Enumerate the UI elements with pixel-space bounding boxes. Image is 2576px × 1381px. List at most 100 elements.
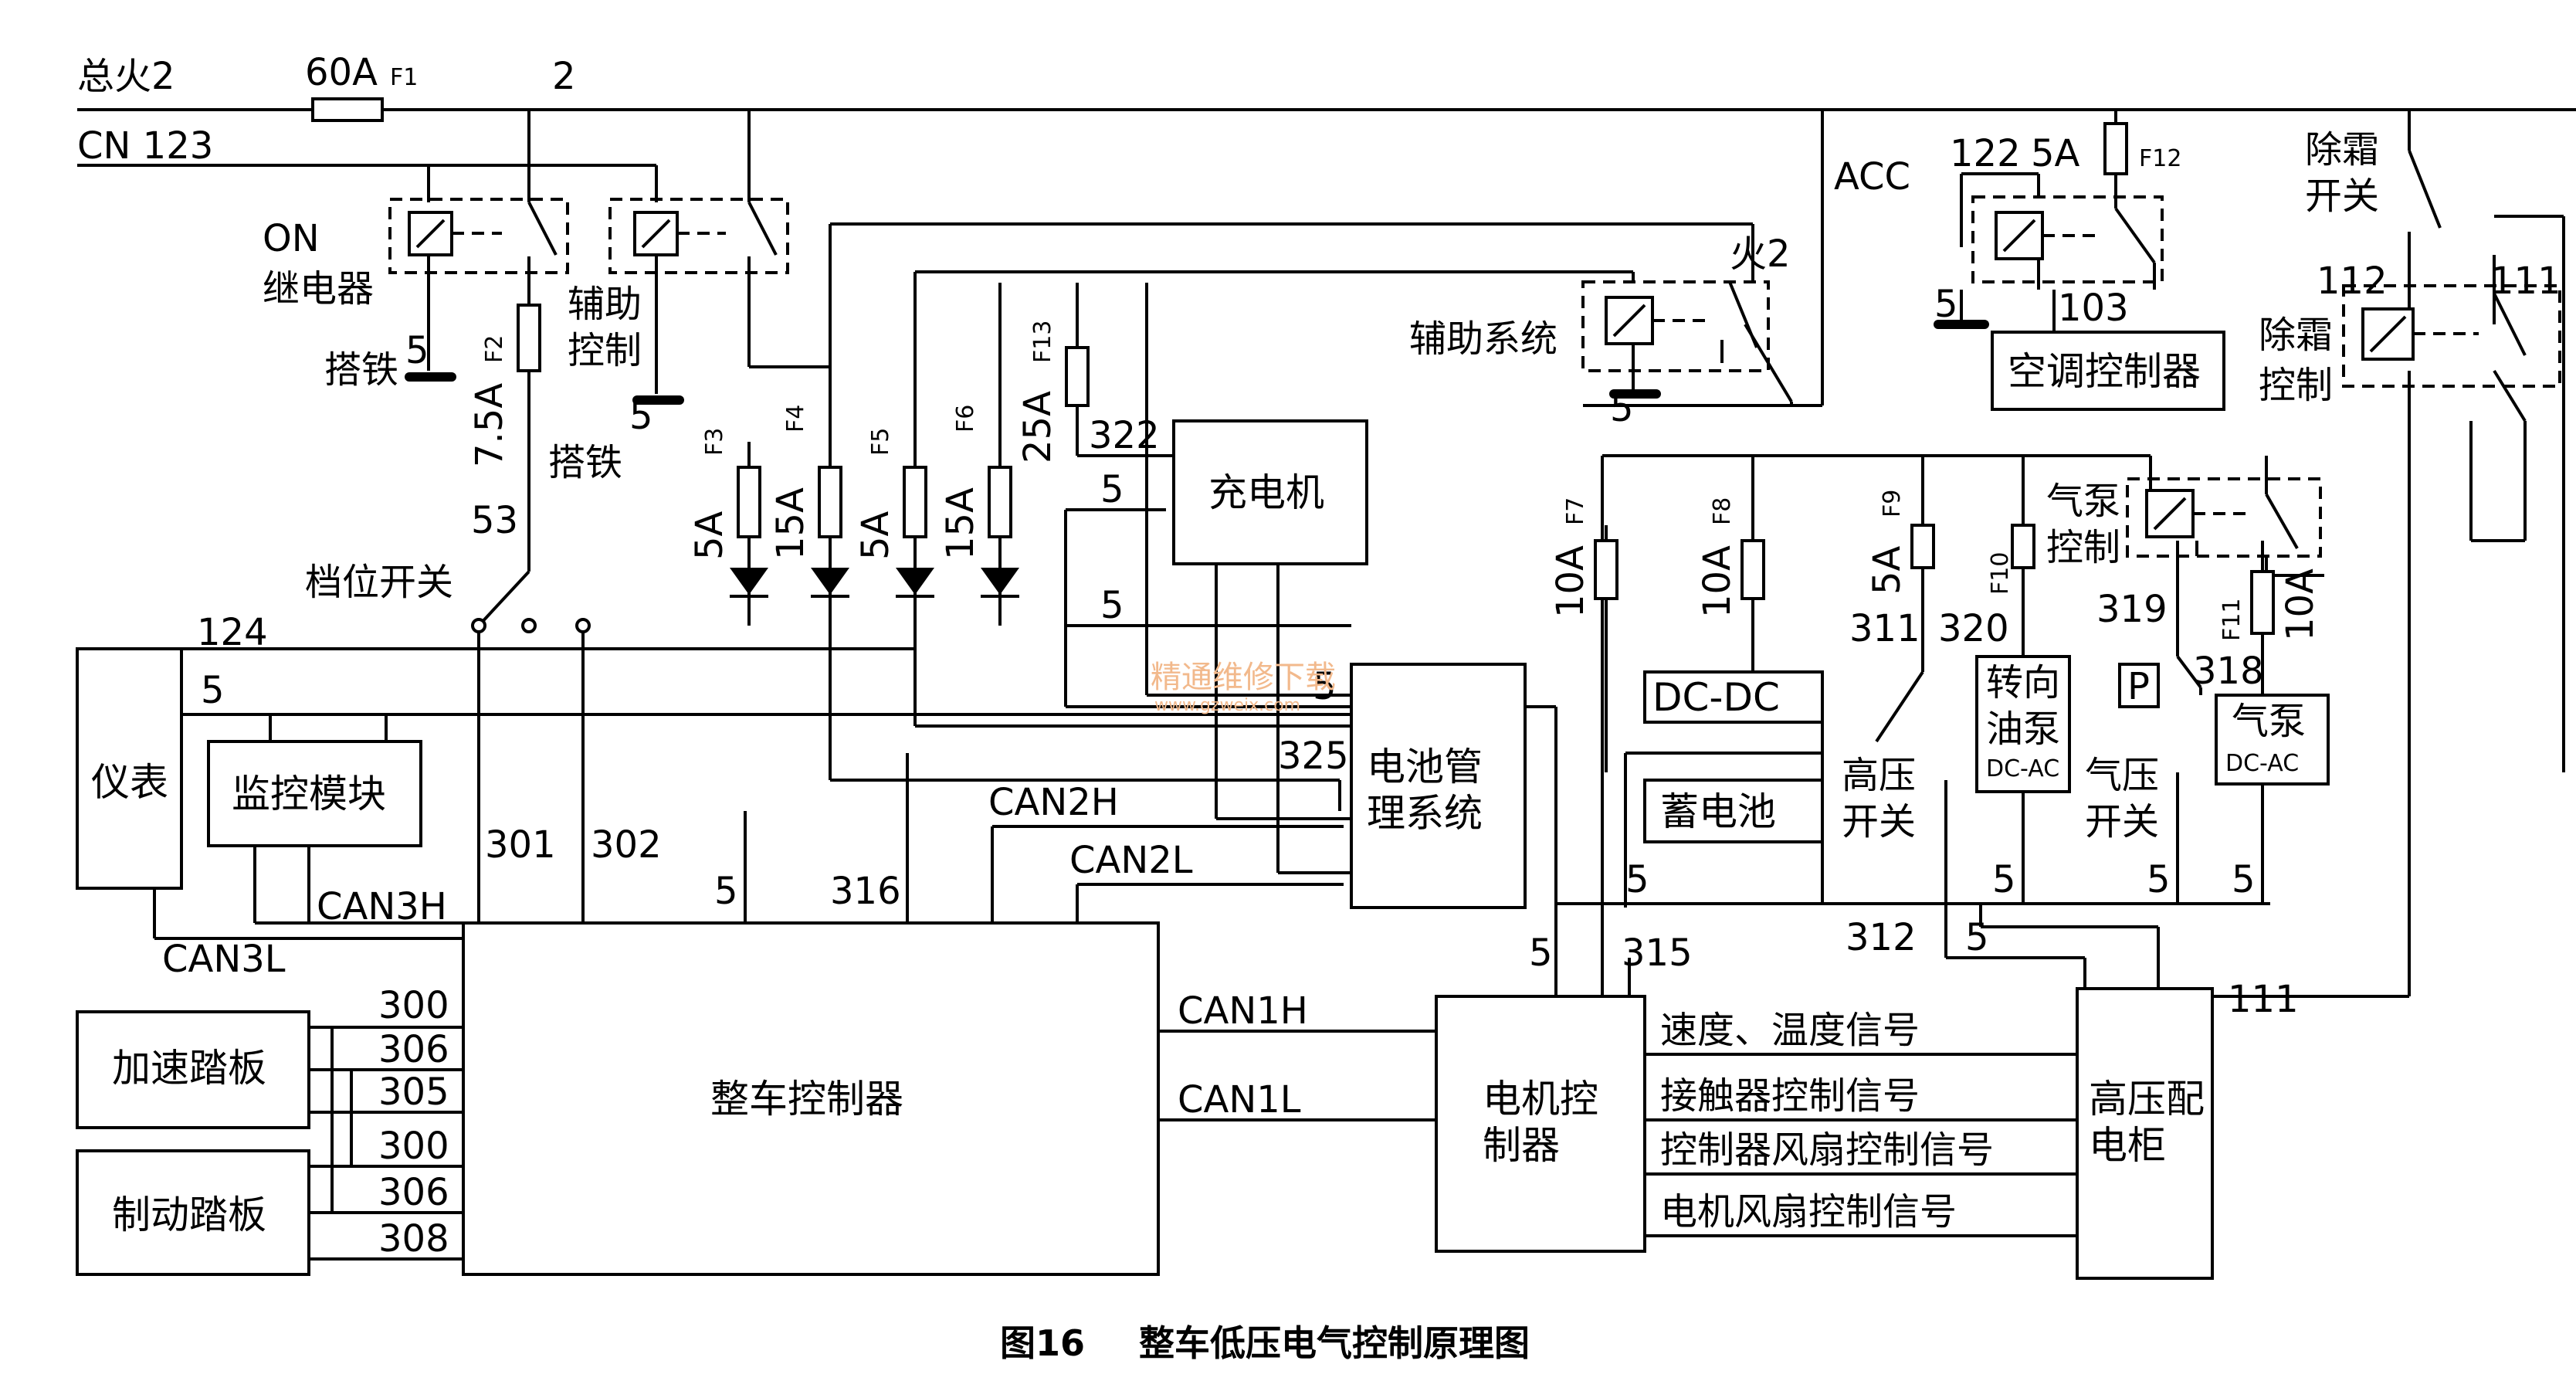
fuse-f11 [2250,570,2275,635]
dcdc-box [1643,670,1824,724]
label-zonghuo2: 总火2 [77,55,175,98]
label-can2h: CAN2H [988,781,1119,824]
label-w316: 316 [830,870,901,913]
label-w5-aux-sys: 5 [1610,387,1634,430]
fuse-f3 [737,466,761,538]
fuses [311,97,2275,635]
label-can1h: CAN1H [1178,989,1308,1033]
battery-box [1643,779,1824,843]
ac-controller-label: 空调控制器 [2008,349,2201,394]
vcu-label: 整车控制器 [710,1077,903,1121]
label-w5-dc: 5 [1625,858,1649,901]
label-f10: F10 [1987,552,2014,595]
hv-cabinet-label-2: 电柜 [2089,1123,2166,1168]
label-w5-steer: 5 [1992,858,2016,901]
label-f1: F1 [390,64,418,91]
label-f6-rating: 15A [939,487,982,560]
air-pump-label-1: 气泵 [2232,700,2306,743]
diode-f3 [730,568,768,598]
block-labels: 充电机 电池管 理系统 仪表 监控模块 加速踏板 制动踏板 整车控制器 电机控 … [91,349,2306,1237]
label-w5-on: 5 [405,329,429,372]
label-f11-rating: 10A [2279,568,2322,641]
label-w312: 312 [1846,916,1917,959]
label-f12-rating: 5A [2031,132,2080,175]
label-aux-ctrl-1: 辅助 [568,283,642,326]
label-can2l: CAN2L [1069,839,1193,882]
label-p: P [2127,665,2150,708]
fuse-f1 [311,97,384,122]
label-w300-b: 300 [378,1125,449,1168]
label-w302: 302 [591,823,662,867]
air-pump-label-2: DC-AC [2225,750,2299,777]
label-w5-hv: 5 [1965,916,1989,959]
motor-controller-label-2: 制器 [1483,1123,1560,1168]
hv-cabinet-box [2076,987,2214,1280]
label-w111-bottom: 111 [2228,978,2299,1021]
label-f13-rating: 25A [1016,391,1059,463]
fuse-f13 [1065,346,1090,407]
blocks [76,331,2330,1280]
aux-system-relay [1581,280,1770,372]
label-defrost-ctrl-1: 除霜 [2259,314,2333,357]
label-w320: 320 [1938,607,2009,650]
label-hv-switch-1: 高压 [1842,754,1916,797]
label-f6: F6 [952,405,979,433]
label-w103: 103 [2058,287,2129,330]
label-w305: 305 [378,1071,449,1114]
label-f8-rating: 10A [1696,545,1739,618]
diodes [730,568,1019,598]
label-can1l: CAN1L [1178,1078,1301,1121]
charger-label: 充电机 [1208,470,1324,515]
label-can3l: CAN3L [162,938,286,981]
label-f4-rating: 15A [769,487,812,560]
caption: 图16 整车低压电气控制原理图 [1000,1322,1530,1364]
label-w53: 53 [471,499,518,542]
label-gear-switch: 档位开关 [305,561,453,604]
gear-switch-contacts [471,618,591,633]
dcdc-label: DC-DC [1652,675,1780,720]
label-f3-rating: 5A [688,511,731,560]
label-defrost-sw-1: 除霜 [2305,128,2379,171]
motor-controller-box [1435,995,1646,1253]
label-sig-motor-fan: 电机风扇控制信号 [1660,1190,1957,1233]
label-f5: F5 [867,428,894,456]
fuse-f9 [1910,524,1935,569]
label-w5-meter: 5 [201,669,225,712]
label-w315: 315 [1622,931,1693,975]
ac-controller-box [1991,331,2225,411]
label-w5-ch1: 5 [1100,468,1124,511]
label-w311: 311 [1849,607,1920,650]
label-air-pump-ctrl-2: 控制 [2046,526,2120,569]
label-f1-rating: 60A [305,51,378,94]
label-f7-rating: 10A [1549,545,1592,618]
fuse-f12 [2103,122,2128,175]
label-f8: F8 [1709,497,1736,525]
label-air-press-1: 气压 [2085,754,2159,797]
battery-label: 蓄电池 [1660,789,1776,834]
label-w300-a: 300 [378,984,449,1027]
on-relay [388,198,569,274]
label-f2: F2 [481,335,508,363]
motor-controller-label-1: 电机控 [1483,1077,1598,1121]
label-f12: F12 [2139,145,2181,172]
label-cn123: CN 123 [77,124,213,168]
bms-box [1350,663,1527,909]
label-w2: 2 [552,55,576,98]
label-w306-a: 306 [378,1028,449,1071]
label-f3: F3 [701,428,728,456]
brake-pedal-label: 制动踏板 [112,1193,266,1237]
watermark-text: 精通维修下载 [1151,660,1336,695]
label-w5-ac: 5 [1934,283,1958,326]
fuse-f10 [2011,524,2035,569]
label-sig-contactor: 接触器控制信号 [1660,1074,1920,1118]
monitor-box [207,740,422,847]
label-f9-rating: 5A [1866,545,1909,595]
label-on-relay-2: 继电器 [263,267,374,310]
diode-f4 [811,568,849,598]
label-w325: 325 [1278,735,1349,778]
label-w122: 122 [1950,132,2021,175]
label-huo2: 火2 [1730,232,1791,276]
brake-pedal-box [76,1149,310,1276]
p-switch-box [2118,663,2160,708]
label-f11: F11 [2218,599,2246,641]
